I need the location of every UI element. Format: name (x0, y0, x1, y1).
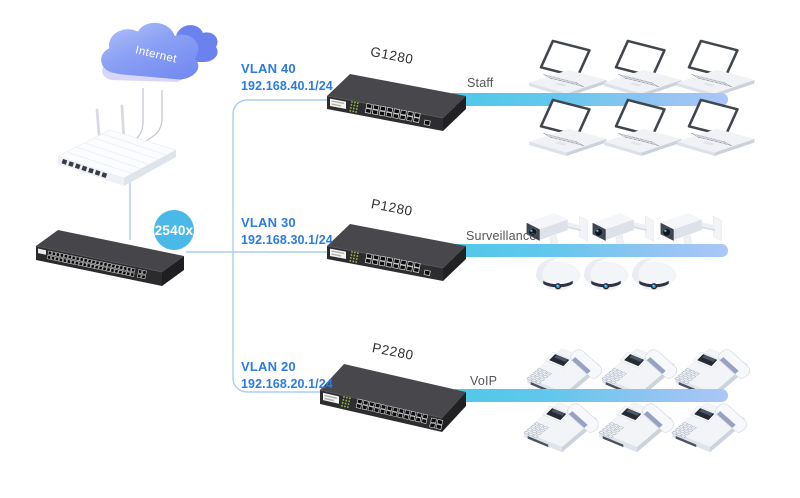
surveillance-uplink-band (452, 244, 728, 257)
wireless-router-icon (46, 100, 186, 195)
dome-camera-icon (628, 252, 680, 292)
core-switch-icon (26, 218, 226, 298)
laptop-icon (672, 97, 757, 159)
wire-cloud-router-right (142, 90, 163, 144)
vlan20-gateway: 192.168.20.1/24 (241, 377, 333, 391)
vlan-bus (232, 99, 330, 393)
access-switch-p1280-icon (319, 220, 469, 288)
dome-camera-icon (532, 252, 584, 292)
voip-uplink-band (455, 389, 728, 402)
group-label-surveillance: Surveillance (466, 229, 537, 243)
vlan40-gateway: 192.168.40.1/24 (241, 79, 333, 93)
vlan40-label: VLAN 40 (241, 61, 296, 76)
vlan30-gateway: 192.168.30.1/24 (241, 233, 333, 247)
laptop-icon (524, 97, 609, 159)
vlan20-label: VLAN 20 (241, 359, 296, 374)
access-switch-p2280-icon (312, 362, 472, 434)
ip-phone-icon (519, 394, 605, 454)
internet-cloud-icon (92, 12, 222, 112)
group-label-voip: VoIP (470, 374, 498, 388)
core-switch-badge: 2540x (154, 210, 194, 250)
vlan30-label: VLAN 30 (241, 215, 296, 230)
laptop-icon (672, 38, 757, 100)
ip-phone-icon (667, 394, 753, 454)
group-label-staff: Staff (467, 76, 494, 90)
dome-camera-icon (580, 252, 632, 292)
staff-uplink-band (452, 93, 728, 106)
access-switch-g1280-icon (319, 70, 469, 138)
laptop-icon (524, 38, 609, 100)
